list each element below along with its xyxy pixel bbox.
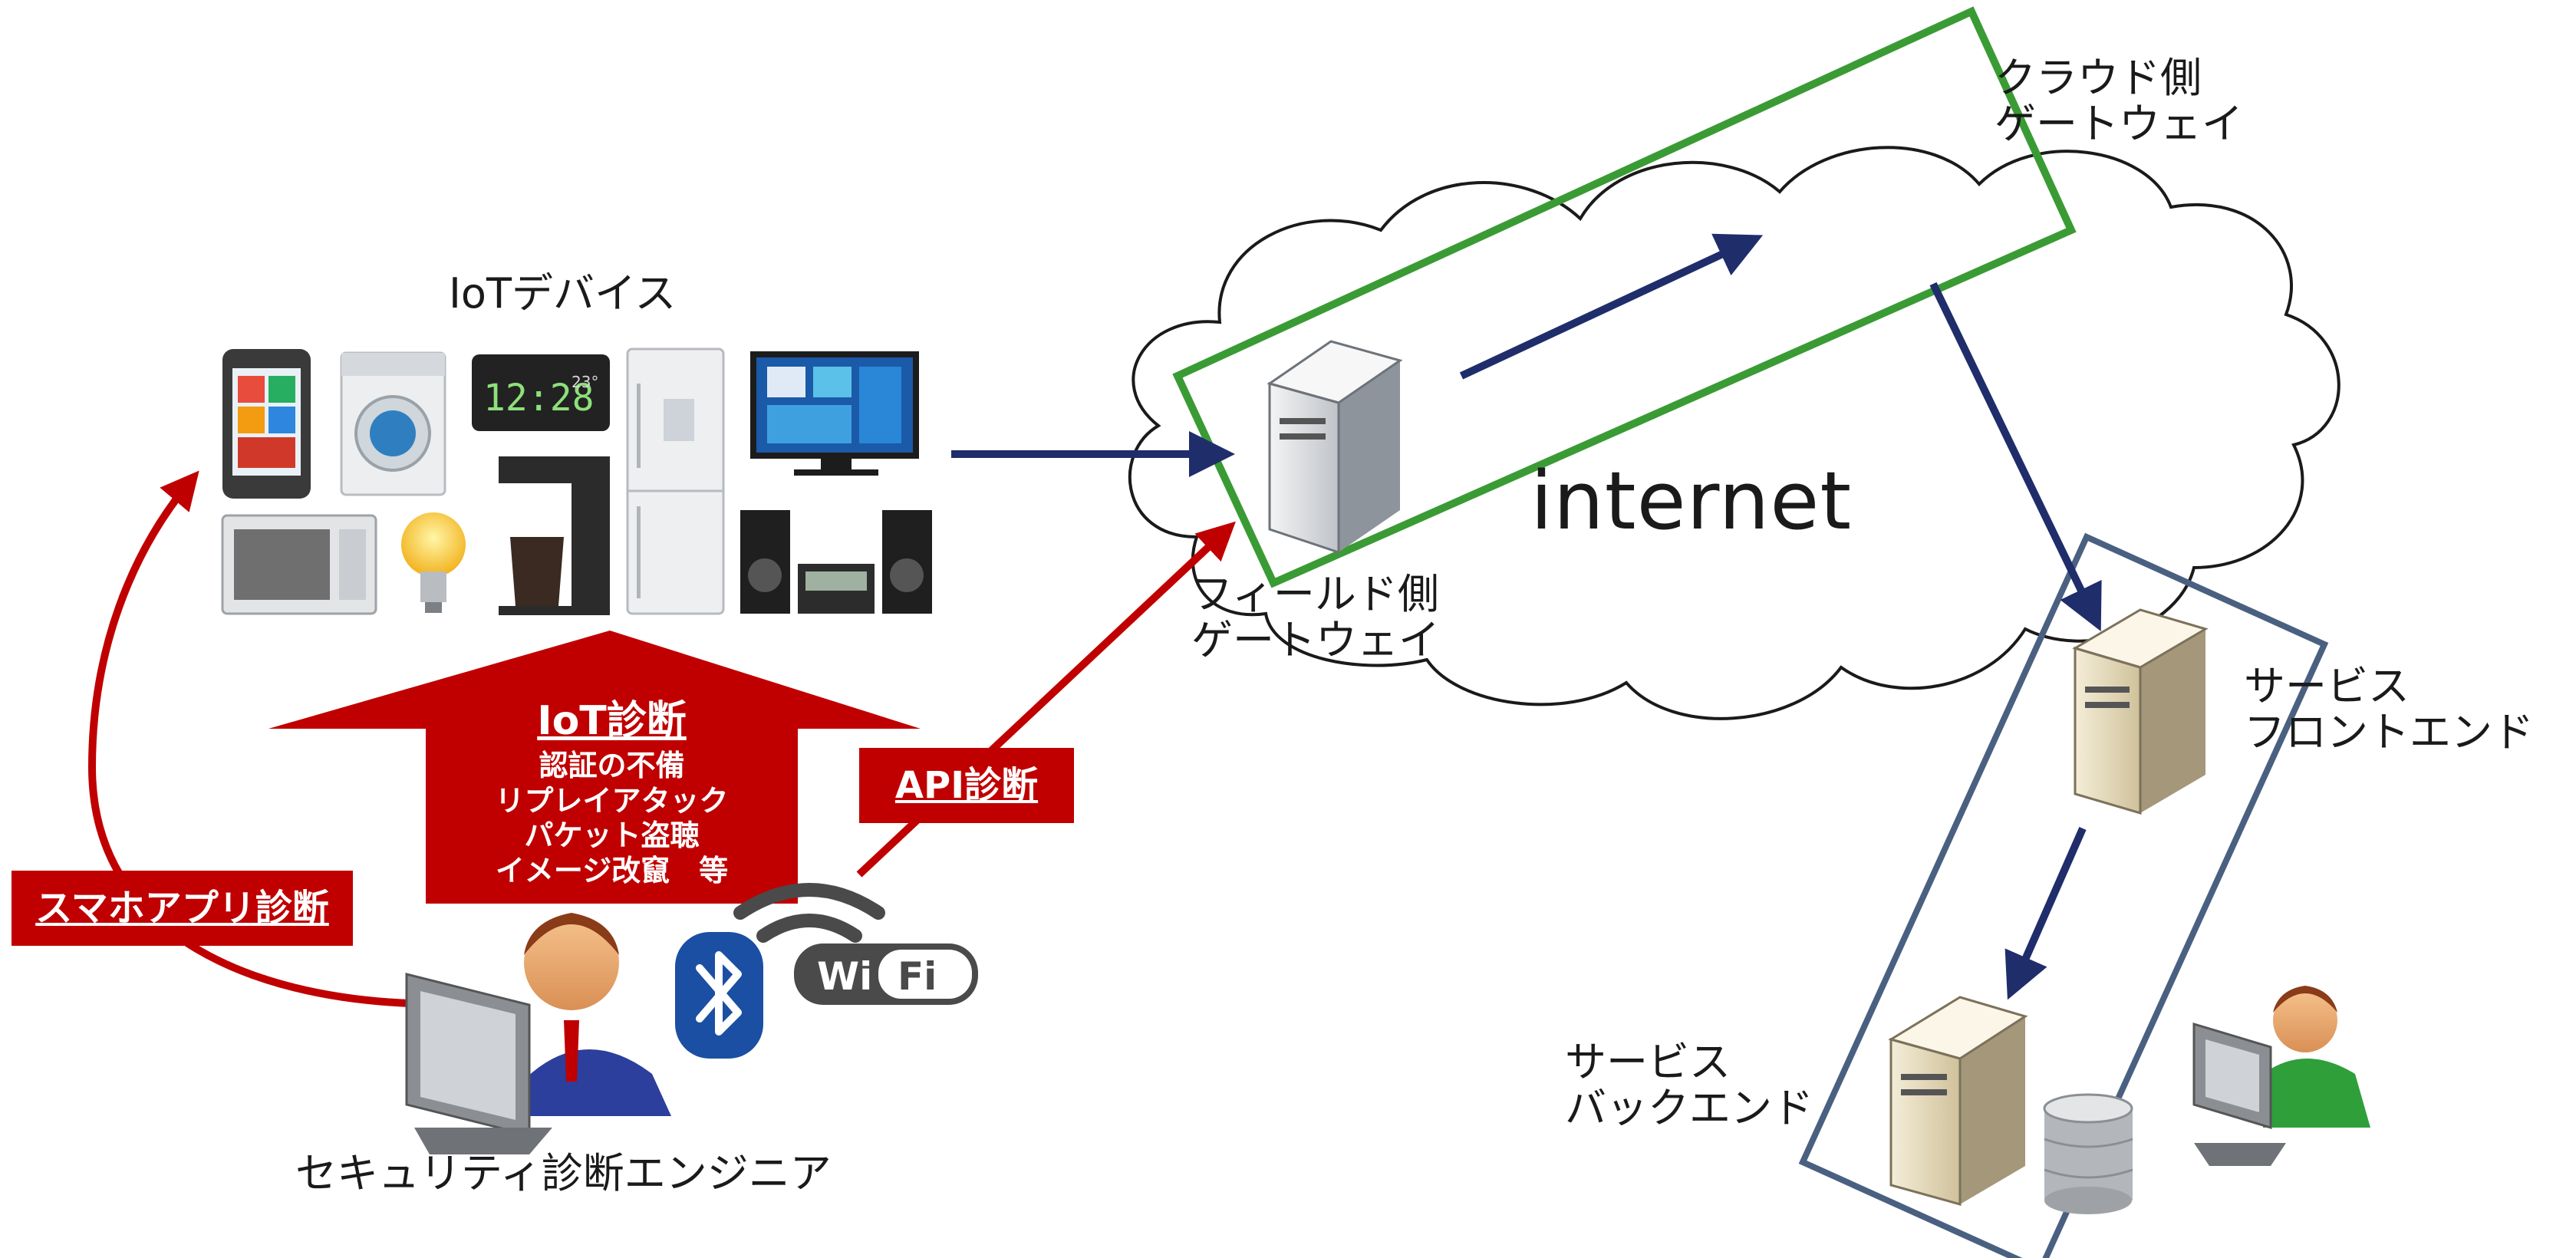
service-boundary [1798,532,2329,1258]
clock-display-icon: 12:28 23° [472,354,610,431]
flow-arrow-frontend-to-backend [2004,826,2087,1000]
backend-label: サービス バックエンド [1565,1039,1813,1132]
backend-server-icon [1888,996,2028,1206]
iot-assessment-item: リプレイアタック [495,783,729,818]
api-assessment-tag: API診断 [859,748,1074,823]
coffee-maker-icon [499,456,610,615]
iot-devices-label: IoTデバイス [449,269,677,318]
television-icon [750,351,919,476]
flow-arrow-field-to-cloud-gateway [1459,233,1764,380]
field-gateway-label: フィールド側 ゲートウェイ [1191,571,1440,664]
clock-time: 12:28 [483,377,595,420]
field-gateway-label-line1: フィールド側 [1191,570,1439,618]
smartphone-app-assessment-path [87,470,411,1007]
security-engineer-icon [405,913,671,1154]
iot-assessment-title: IoT診断 [537,698,687,744]
iot-devices-group: 12:28 23° [221,347,932,615]
wifi-text-left: Wi [817,954,872,999]
iot-assessment-text: IoT診断 認証の不備 リプレイアタック パケット盗聴 イメージ改竄 等 [426,688,798,888]
frontend-server-icon [2072,608,2209,815]
iot-assessment-arrow [268,631,921,904]
clock-temp: 23° [572,373,598,391]
cloud-gateway-boundary [1172,6,2077,588]
wifi-icon: Wi Fi [733,883,978,1005]
smartphone-app-assessment-tag: スマホアプリ診断 [12,871,353,946]
tablet-icon [222,349,311,499]
engineer-label: セキュリティ診断エンジニア [295,1149,832,1197]
frontend-label: サービス フロントエンド [2244,662,2534,757]
internet-label: internet [1530,454,1853,548]
cloud-gateway-label-line2: ゲートウェイ [1995,100,2243,149]
washing-machine-icon [340,351,446,496]
iot-assessment-item: イメージ改竄 等 [495,853,729,888]
iot-assessment-item: 認証の不備 [539,749,685,782]
wifi-text-right: Fi [898,954,937,999]
cloud-gateway-label: クラウド側 ゲートウェイ [1995,54,2243,149]
database-icon [2043,1093,2133,1214]
frontend-label-line1: サービス [2244,662,2410,710]
frontend-label-line2: フロントエンド [2244,708,2534,757]
field-gateway-server-icon [1267,340,1403,555]
operator-icon [2192,986,2370,1166]
speaker-system-icon [740,510,932,614]
microwave-icon [221,514,377,615]
light-bulb-icon [401,512,466,613]
field-gateway-label-line2: ゲートウェイ [1191,616,1440,665]
backend-label-line1: サービス [1565,1038,1731,1086]
internet-cloud [1128,146,2340,720]
iot-assessment-item: パケット盗聴 [524,818,700,853]
bluetooth-icon [675,932,763,1059]
flow-arrow-cloud-to-frontend [1929,282,2102,632]
cloud-gateway-label-line1: クラウド側 [1995,54,2202,102]
refrigerator-icon [626,347,725,615]
backend-label-line2: バックエンド [1565,1084,1813,1133]
